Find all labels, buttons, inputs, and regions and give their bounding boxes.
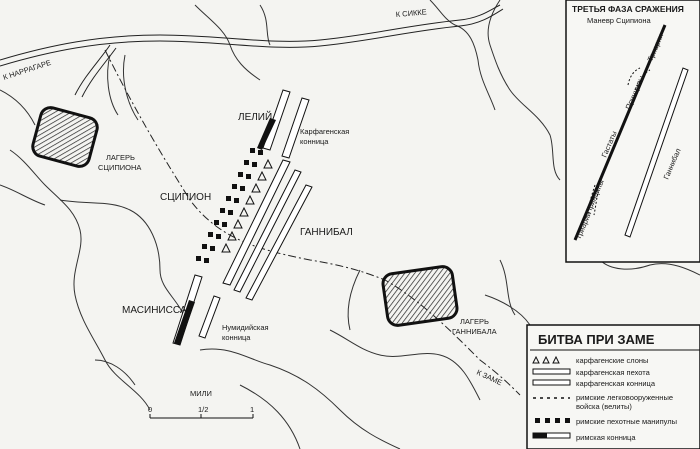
river [59,199,186,321]
label-scipio: СЦИПИОН [160,192,211,203]
river [239,384,301,449]
legend-label-roman-cavalry: римская конница [576,433,636,442]
river [94,359,136,386]
river [259,4,271,46]
scale-bar: МИЛИ 0 1/2 1 [148,389,254,419]
inset-title: ТРЕТЬЯ ФАЗА СРАЖЕНИЯ [572,4,684,14]
inset-subtitle: Маневр Сципиона [587,16,652,25]
camp-label-scipio-2: СЦИПИОНА [98,163,141,172]
scale-tick-1: 1 [250,405,254,414]
river [329,329,481,401]
scale-tick-half: 1/2 [198,405,208,414]
carth-infantry-1 [222,159,291,286]
camp-scipio [31,106,99,168]
river [499,259,516,316]
river [599,259,700,276]
carth-elephants [221,158,273,253]
legend-symbol-elephants [532,355,560,364]
label-numidian-cavalry-2: конница [222,333,251,342]
road-label-sikka: К СИККЕ [395,7,427,19]
label-hannibal: ГАННИБАЛ [300,227,353,238]
inset-panel: ТРЕТЬЯ ФАЗА СРАЖЕНИЯ Маневр Сципиона Три… [565,0,700,263]
carth-infantry-2 [233,169,302,293]
legend-label-cavalry: карфагенская конница [576,379,656,388]
river [194,4,261,81]
carth-cavalry-right [281,97,310,159]
river [0,184,46,206]
numidian-cavalry [198,295,221,339]
legend-symbol-roman-cavalry [532,432,571,439]
label-numidian-cavalry-1: Нумидийская [222,323,269,332]
legend-label-maniples: римские пехотные манипулы [576,417,677,426]
river [484,294,531,326]
label-laelius: ЛЕЛИЙ [238,110,272,123]
scale-tick-0: 0 [148,405,152,414]
road-to-zama [104,49,521,396]
camp-label-scipio-1: ЛАГЕРЬ [106,153,135,162]
roman-maniples [196,148,263,263]
river [487,0,561,181]
legend-symbol-cavalry [532,379,571,386]
river [429,0,496,111]
battle-lines [172,89,313,346]
legend: БИТВА ПРИ ЗАМЕ карфагенские слоны карфаг… [526,324,700,449]
river [0,89,36,126]
river [199,348,401,449]
legend-label-infantry: карфагенская пехота [576,368,651,377]
camp-label-hannibal-2: ГАННИБАЛА [452,327,497,336]
legend-title: БИТВА ПРИ ЗАМЕ [538,332,655,347]
road [0,4,504,98]
roman-cavalry-masinissa-dark [174,300,195,345]
river [347,269,361,331]
camp-hannibal [381,265,459,327]
label-carth-cavalry-2: конница [300,137,329,146]
label-carth-cavalry-1: Карфагенская [300,127,349,136]
legend-symbol-infantry [532,368,571,375]
legend-label-velites-2: войска (велиты) [576,402,632,411]
camp-label-hannibal-1: ЛАГЕРЬ [460,317,489,326]
roman-cavalry-laelius-dark [257,118,276,150]
carth-infantry-3 [245,184,313,301]
label-masinissa: МАСИНИССА [122,305,187,316]
road-label-zama: К ЗАМЕ [475,368,504,388]
river [9,149,151,411]
legend-label-elephants: карфагенские слоны [576,356,648,365]
road-label-naragara: К НАРРАГАРЕ [2,58,52,82]
legend-label-velites: римские легковооруженные [576,393,673,402]
river [122,54,139,121]
legend-symbol-maniples [535,418,570,423]
river [107,54,119,116]
scale-title: МИЛИ [190,389,212,398]
